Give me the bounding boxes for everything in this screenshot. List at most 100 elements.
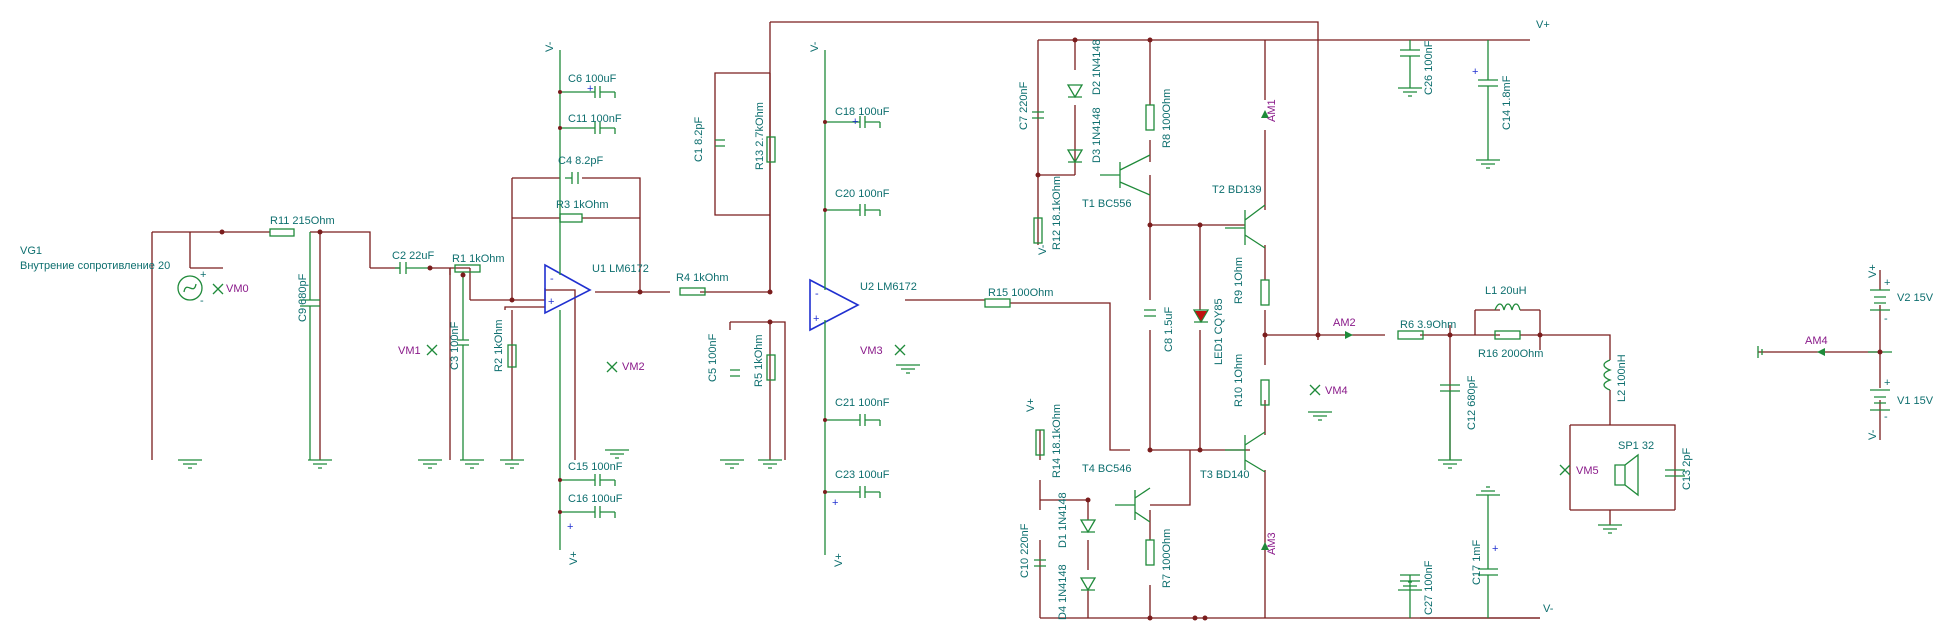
pol-c18: + — [852, 116, 858, 128]
component-labels: VG1 Внутрение сопротивление 20 R11 215Oh… — [20, 39, 1934, 620]
label-c2: C2 22uF — [392, 250, 434, 262]
pol-c17: + — [1492, 543, 1498, 555]
label-am1: AM1 — [1266, 99, 1278, 122]
label-c13: C13 2pF — [1681, 448, 1693, 490]
resistor-r10 — [1260, 379, 1270, 406]
label-am3: AM3 — [1266, 532, 1278, 555]
svg-text:+: + — [548, 296, 554, 308]
label-d2: D2 1N4148 — [1091, 39, 1103, 95]
rail-r12-vminus: V- — [1037, 244, 1049, 255]
pol-c16: + — [567, 521, 573, 533]
label-u2: U2 LM6172 — [860, 281, 917, 293]
label-r9: R9 1Ohm — [1233, 257, 1245, 304]
label-vm4: VM4 — [1325, 385, 1348, 397]
resistor-r4 — [679, 287, 706, 296]
pol-vg1-plus: + — [200, 269, 206, 281]
label-c23: C23 100uF — [835, 469, 890, 481]
label-c16: C16 100uF — [568, 493, 623, 505]
rail-r14-vplus: V+ — [1025, 398, 1037, 412]
svg-text:+: + — [813, 313, 819, 325]
resistor-r15 — [984, 298, 1011, 308]
label-d1: D1 1N4148 — [1057, 492, 1069, 548]
label-c15: C15 100nF — [568, 461, 623, 473]
resistor-r3 — [559, 213, 583, 223]
pol-v1-plus: + — [1884, 377, 1890, 389]
label-c14: C14 1.8mF — [1501, 75, 1513, 130]
meter-labels: VM0 VM1 VM2 VM3 VM4 VM5 AM1 AM2 AM3 AM4 — [226, 99, 1828, 555]
opamp-u2 — [809, 278, 860, 332]
voltmeter-markers — [212, 283, 1571, 476]
rail-u2-vminus: V- — [809, 41, 821, 52]
pol-v2-minus: - — [1884, 313, 1888, 325]
ground-symbols — [178, 87, 1892, 591]
label-vg1: VG1 — [20, 245, 42, 257]
label-r8: R8 100Ohm — [1161, 89, 1173, 148]
pol-c6: + — [587, 83, 593, 95]
label-am4: AM4 — [1805, 335, 1828, 347]
pol-vg1-minus: - — [200, 295, 204, 307]
resistor-r14 — [1035, 429, 1045, 456]
label-r1: R1 1kOhm — [452, 253, 505, 265]
pol-c23: + — [832, 497, 838, 509]
label-r15: R15 100Ohm — [988, 287, 1053, 299]
label-r14: R14 18.1kOhm — [1051, 404, 1063, 478]
label-sp1: SP1 32 — [1618, 440, 1654, 452]
label-r2: R2 1kOhm — [493, 319, 505, 372]
label-vm3: VM3 — [860, 345, 883, 357]
label-c6: C6 100uF — [568, 73, 617, 85]
label-d4: D4 1N4148 — [1057, 564, 1069, 620]
label-r10: R10 1Ohm — [1233, 354, 1245, 407]
label-l1: L1 20uH — [1485, 285, 1527, 297]
label-t1: T1 BC556 — [1082, 198, 1132, 210]
resistor-r9 — [1260, 279, 1270, 306]
label-r3: R3 1kOhm — [556, 199, 609, 211]
label-r5: R5 1kOhm — [753, 334, 765, 387]
label-c21: C21 100nF — [835, 397, 890, 409]
label-c11: C11 100nF — [568, 113, 622, 125]
label-v1: V1 15V — [1897, 395, 1934, 407]
label-vm1: VM1 — [398, 345, 421, 357]
rail-u1-vplus: V+ — [568, 551, 580, 565]
label-r13: R13 2.7kOhm — [754, 102, 766, 170]
label-t2: T2 BD139 — [1212, 184, 1262, 196]
resistor-r1 — [454, 264, 481, 273]
label-r7: R7 100Ohm — [1161, 529, 1173, 588]
polarity-marks: + + + + + + + - + - + - — [200, 66, 1890, 555]
label-c5: C5 100nF — [707, 333, 719, 382]
label-c4: C4 8.2pF — [558, 155, 604, 167]
label-vm2: VM2 — [622, 361, 645, 373]
label-vm5: VM5 — [1576, 465, 1599, 477]
resistor-r8 — [1145, 104, 1155, 131]
label-am2: AM2 — [1333, 317, 1356, 329]
rail-u2-vplus: V+ — [833, 553, 845, 567]
svg-text:-: - — [550, 273, 554, 285]
wires — [151, 21, 1881, 619]
resistor-r6 — [1397, 330, 1424, 340]
label-c3: C3 100nF — [449, 321, 461, 370]
label-c1: C1 8.2pF — [693, 116, 705, 162]
pol-v2-plus: + — [1884, 277, 1890, 289]
pol-v1-minus: - — [1884, 411, 1888, 423]
label-v2: V2 15V — [1897, 292, 1934, 304]
label-c12: C12 680pF — [1466, 375, 1478, 430]
label-c18: C18 100uF — [835, 106, 890, 118]
pol-c14: + — [1472, 66, 1478, 78]
signal-source-vg1 — [177, 275, 203, 301]
label-c20: C20 100nF — [835, 188, 890, 200]
label-c8: C8 1.5uF — [1163, 306, 1175, 352]
label-c26: C26 100nF — [1423, 40, 1435, 95]
label-c27: C27 100nF — [1423, 560, 1435, 615]
resistor-r5 — [766, 354, 776, 381]
ammeter-markers — [1261, 110, 1825, 550]
label-r6: R6 3.9Ohm — [1400, 319, 1456, 331]
junction-dots — [219, 37, 1883, 621]
resistor-r13 — [766, 136, 776, 163]
resistor-r16 — [1494, 330, 1521, 340]
resistor-r11 — [269, 228, 295, 237]
svg-text:-: - — [815, 288, 819, 300]
label-c7: C7 220nF — [1018, 81, 1030, 130]
rail-bottom-vminus: V- — [1543, 603, 1554, 615]
label-c17: C17 1mF — [1471, 539, 1483, 585]
label-t4: T4 BC546 — [1082, 463, 1132, 475]
